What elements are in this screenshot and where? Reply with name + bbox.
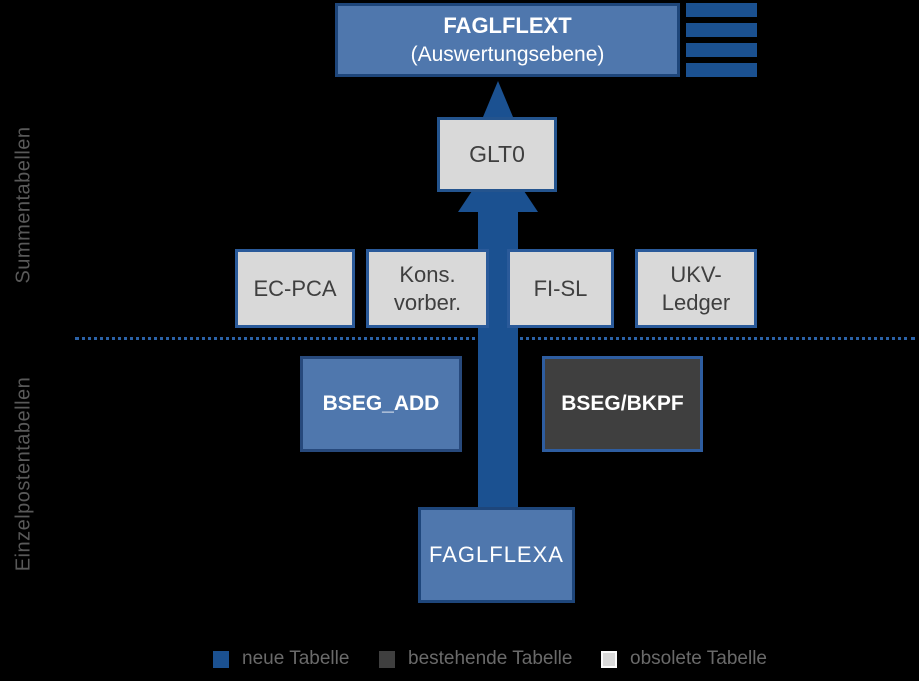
legend-item-obsolete-table: obsolete Tabelle [601,646,767,672]
box-bseg-bkpf: BSEG/BKPF [542,356,703,452]
box-faglflexa-label: FAGLFLEXA [429,542,564,567]
box-kons-vorber: Kons. vorber. [366,249,489,328]
box-faglflext-title: FAGLFLEXT [443,12,572,38]
box-bseg-add-label: BSEG_ADD [322,392,440,415]
legend-label-obsolete-table: obsolete Tabelle [630,648,767,669]
box-faglflext: FAGLFLEXT (Auswertungsebene) [335,3,680,77]
stacked-bar-icon [686,23,757,37]
box-ukv-ledger: UKV- Ledger [635,249,757,328]
box-fi-sl: FI-SL [507,249,614,328]
up-arrow-shaft-and-head [458,152,538,510]
obsolete-table-swatch-icon [601,650,617,668]
legend-label-existing-table: bestehende Tabelle [408,648,573,669]
stacked-bar-icon [686,43,757,57]
box-bseg-bkpf-label: BSEG/BKPF [561,392,684,415]
box-glt0: GLT0 [437,117,557,192]
box-faglflext-subtitle: (Auswertungsebene) [410,42,605,66]
stacked-bar-icon [686,63,757,77]
box-bseg-add: BSEG_ADD [300,356,462,452]
up-arrow-small-head [483,81,513,117]
legend-label-new-table: neue Tabelle [242,648,350,669]
box-ec-pca: EC-PCA [235,249,355,328]
box-fi-sl-label: FI-SL [533,275,588,301]
box-ec-pca-label: EC-PCA [253,275,337,301]
stacked-bar-icon [686,3,757,17]
box-kons-vorber-label: Kons. vorber. [393,262,462,315]
new-table-swatch-icon [213,650,229,668]
legend-item-existing-table: bestehende Tabelle [379,646,572,672]
box-ukv-ledger-label: UKV- Ledger [661,262,731,315]
existing-table-swatch-icon [379,650,395,668]
box-glt0-label: GLT0 [469,141,525,167]
legend-item-new-table: neue Tabelle [213,646,349,672]
box-faglflexa: FAGLFLEXA [418,507,575,603]
